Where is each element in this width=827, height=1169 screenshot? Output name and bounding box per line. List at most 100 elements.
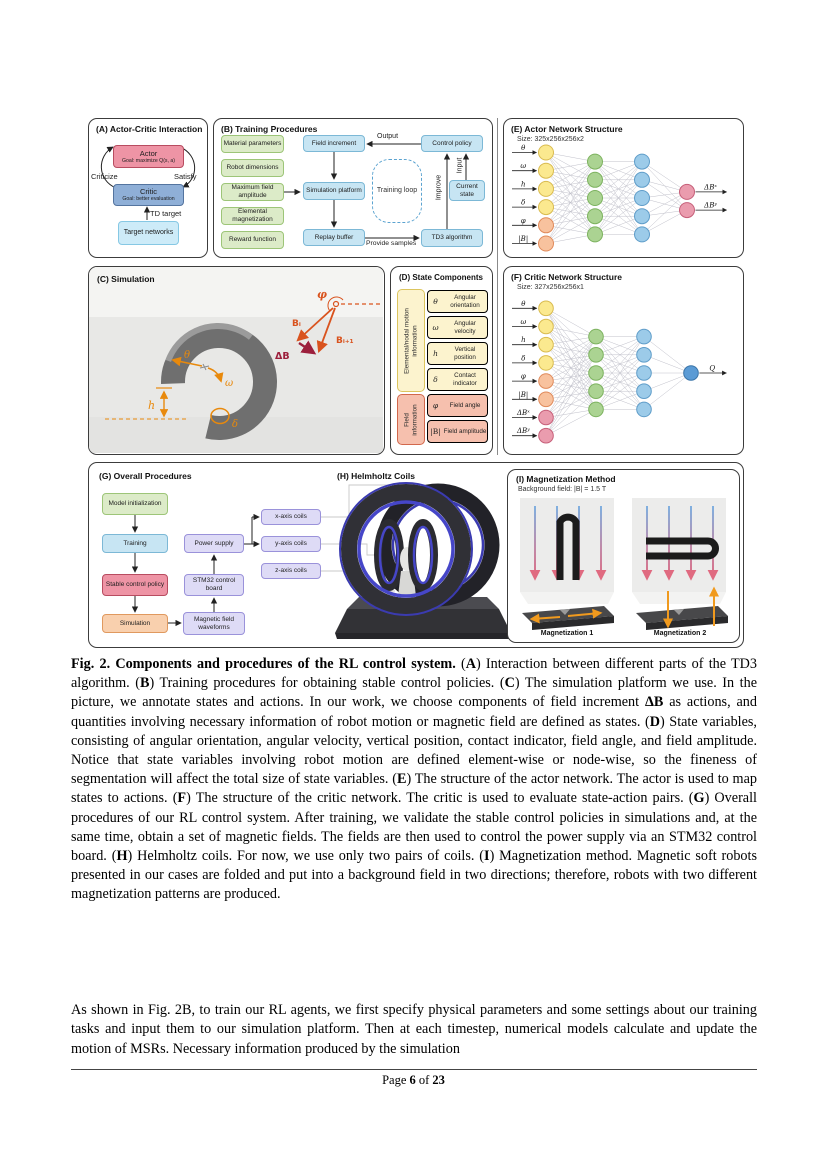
svg-text:δ: δ	[521, 354, 525, 362]
state-label: Field amplitude	[443, 427, 487, 435]
robot-dimensions-box: Robot dimensions	[221, 159, 284, 177]
simulation-scene: θ ω h δ φ Bᵢ Bᵢ₊₁ ΔB	[89, 267, 383, 453]
svg-text:Q: Q	[709, 365, 715, 373]
panel-state-components: (D) State Components Elemental/nodal mot…	[390, 266, 493, 455]
training-box: Training	[102, 534, 168, 553]
svg-text:φ: φ	[521, 217, 526, 225]
footer-rule	[71, 1069, 757, 1070]
state-sym: |B|	[430, 427, 441, 436]
critic-label: Critic	[139, 187, 158, 197]
svg-text:ΔBˣ: ΔBˣ	[703, 183, 717, 191]
omega-label: ω	[225, 378, 233, 389]
field-info-group: Field information	[397, 394, 425, 445]
svg-text:φ: φ	[521, 373, 526, 381]
td-target-label: TD target	[150, 209, 182, 218]
svg-text:h: h	[521, 180, 526, 188]
critic-box: Critic Goal: better evaluation	[113, 184, 184, 206]
svg-text:ΔBʸ: ΔBʸ	[703, 202, 717, 210]
field-bi1-label: Bᵢ₊₁	[336, 336, 354, 346]
satisfy-label: Satisfy	[174, 172, 197, 181]
critic-goal: Goal: better evaluation	[122, 196, 175, 203]
overall-procedures-graphics	[131, 482, 511, 639]
stm32-box: STM32 control board	[184, 574, 244, 596]
state-sym: φ	[432, 401, 439, 410]
state-row-h: h Vertical position	[427, 342, 488, 365]
panel-a-title: (A) Actor-Critic Interaction	[96, 124, 203, 134]
td3-algorithm-box: TD3 algorithm	[421, 229, 483, 247]
delta-b-label: ΔB	[275, 351, 290, 362]
magnetization-2-label: Magnetization 2	[653, 630, 707, 637]
model-init-box: Model initialization	[102, 493, 168, 515]
motion-info-label: Elemental/nodal motion information	[403, 307, 418, 374]
improve-label: Improve	[435, 174, 443, 201]
state-row-theta: θ Angular orientation	[427, 290, 488, 313]
page-number: Page 6 of 23	[382, 1073, 445, 1087]
actor-critic-cycle-arrows	[100, 146, 196, 220]
x-coils-box: x-axis coils	[261, 509, 321, 525]
state-row-bamp: |B| Field amplitude	[427, 420, 488, 443]
state-sym: h	[433, 349, 438, 358]
simulation-box: Simulation	[102, 614, 168, 633]
target-networks-label: Target networks	[123, 228, 174, 236]
actor-box: Actor Goal: maximize Q(s, a)	[113, 145, 184, 168]
svg-text:δ: δ	[521, 199, 525, 207]
magnetization-graphics	[520, 498, 728, 630]
training-flow-arrows	[284, 140, 470, 242]
svg-text:ω: ω	[520, 162, 526, 170]
panel-d-title: (D) State Components	[399, 273, 483, 282]
simulation-platform-box: Simulation platform	[303, 182, 365, 200]
svg-text:θ: θ	[521, 144, 526, 152]
state-label: Angular velocity	[454, 319, 476, 335]
current-state-box: Current state	[449, 180, 485, 201]
panel-actor-critic: (A) Actor-Critic Interaction Actor Goal:…	[88, 118, 208, 258]
svg-text:ΔBʸ: ΔBʸ	[516, 427, 530, 435]
panel-b-title: (B) Training Procedures	[221, 124, 318, 134]
svg-text:h: h	[521, 336, 526, 344]
stable-policy-box: Stable control policy	[102, 574, 168, 596]
svg-text:ΔBˣ: ΔBˣ	[516, 409, 530, 417]
state-sym: ω	[432, 323, 439, 332]
state-row-delta: δ Contact indicator	[427, 368, 488, 391]
state-sym: θ	[433, 297, 438, 306]
panel-c-title: (C) Simulation	[97, 274, 155, 284]
magnetization-1-label: Magnetization 1	[540, 630, 594, 637]
replay-buffer-box: Replay buffer	[303, 229, 365, 246]
body-paragraph: As shown in Fig. 2B, to train our RL age…	[71, 1002, 757, 1057]
state-label: Angular orientation	[450, 293, 480, 309]
field-increment-box: Field increment	[303, 135, 365, 152]
state-row-phi: φ Field angle	[427, 394, 488, 417]
panel-training-procedures: (B) Training Procedures Material paramet…	[213, 118, 493, 258]
svg-text:θ: θ	[521, 300, 526, 308]
panel-h-title: (H) Helmholtz Coils	[337, 471, 415, 481]
delta-label: δ	[232, 419, 238, 430]
max-field-amplitude-box: Maximum field amplitude	[221, 183, 284, 201]
panel-i-title: (I) Magnetization Method	[516, 474, 616, 484]
y-coils-box: y-axis coils	[261, 536, 321, 552]
waveforms-box: Magnetic field waveforms	[183, 612, 245, 635]
target-networks-box: Target networks	[118, 221, 179, 245]
material-parameters-box: Material parameters	[221, 135, 284, 153]
svg-text:ω: ω	[520, 318, 526, 326]
state-label: Vertical position	[454, 345, 476, 361]
panel-f-size: Size: 327x256x256x1	[517, 284, 584, 291]
figure-divider	[497, 118, 498, 455]
panel-simulation: θ ω h δ φ Bᵢ Bᵢ₊₁ ΔB (C) Simulation	[88, 266, 385, 455]
panel-magnetization: (I) Magnetization Method Background fiel…	[507, 469, 740, 643]
panel-e-size: Size: 325x256x256x2	[517, 136, 584, 143]
power-supply-box: Power supply	[184, 534, 244, 553]
theta-label: θ	[184, 350, 190, 361]
actor-label: Actor	[139, 148, 158, 158]
reward-function-box: Reward function	[221, 231, 284, 249]
input-label: Input	[456, 157, 464, 174]
panel-g-title: (G) Overall Procedures	[99, 471, 192, 481]
phi-label: φ	[317, 288, 327, 301]
svg-text:|B|: |B|	[518, 235, 528, 243]
output-label: Output	[377, 133, 399, 140]
svg-text:|B|: |B|	[518, 391, 528, 399]
z-coils-box: z-axis coils	[261, 563, 321, 579]
panel-f-title: (F) Critic Network Structure	[511, 272, 622, 282]
